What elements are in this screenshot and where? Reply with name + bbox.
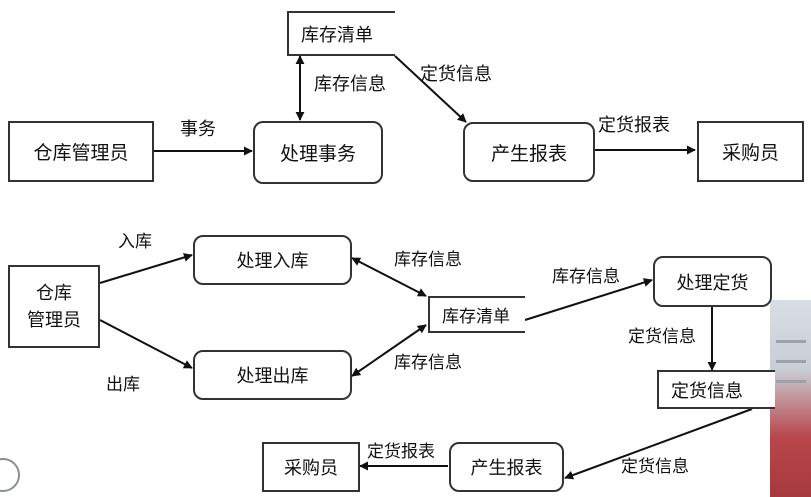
label-order-info-down: 定货信息 [628,327,696,347]
datastore-stock-list-2: 库存清单 [428,296,525,333]
label-order-info: 定货信息 [420,64,492,85]
process-stock-in: 处理入库 [193,235,352,285]
label-stock-out: 出库 [106,375,140,395]
background-photo [770,300,811,497]
entity-buyer-2: 采购员 [262,442,360,492]
label-stock-info-out: 库存信息 [394,353,462,373]
datastore-order-info: 定货信息 [657,370,775,409]
process-generate-report-2: 产生报表 [449,442,564,492]
arrow-clerk-to-out [99,319,193,369]
entity-buyer: 采购员 [697,121,804,182]
label-order-report: 定货报表 [598,115,670,136]
clerk-line-2: 管理员 [27,309,81,331]
datastore-stock-list: 库存清单 [287,11,395,56]
label-order-report-2: 定货报表 [367,442,435,462]
process-order: 处理定货 [653,256,772,307]
label-stock-info-order: 库存信息 [552,267,620,287]
label-order-info-report: 定货信息 [621,457,689,477]
entity-clerk: 仓库管理员 [8,121,154,182]
entity-clerk-2: 仓库 管理员 [8,265,100,348]
label-stock-info: 库存信息 [314,74,386,95]
arrow-store-to-report [394,55,467,123]
arrow-out-store [351,324,427,377]
process-generate-report: 产生报表 [463,122,595,182]
process-handle-transaction: 处理事务 [253,121,383,184]
label-stock-in: 入库 [118,232,152,252]
label-transaction: 事务 [180,119,216,140]
process-stock-out: 处理出库 [193,350,352,400]
label-stock-info-in: 库存信息 [394,250,462,270]
arrow-store-to-order [524,278,653,321]
arrow-orderinfo-to-report [564,408,753,480]
clerk-line-1: 仓库 [36,282,72,304]
arrow-in-store [351,257,427,297]
arrow-clerk-to-in [99,253,193,284]
